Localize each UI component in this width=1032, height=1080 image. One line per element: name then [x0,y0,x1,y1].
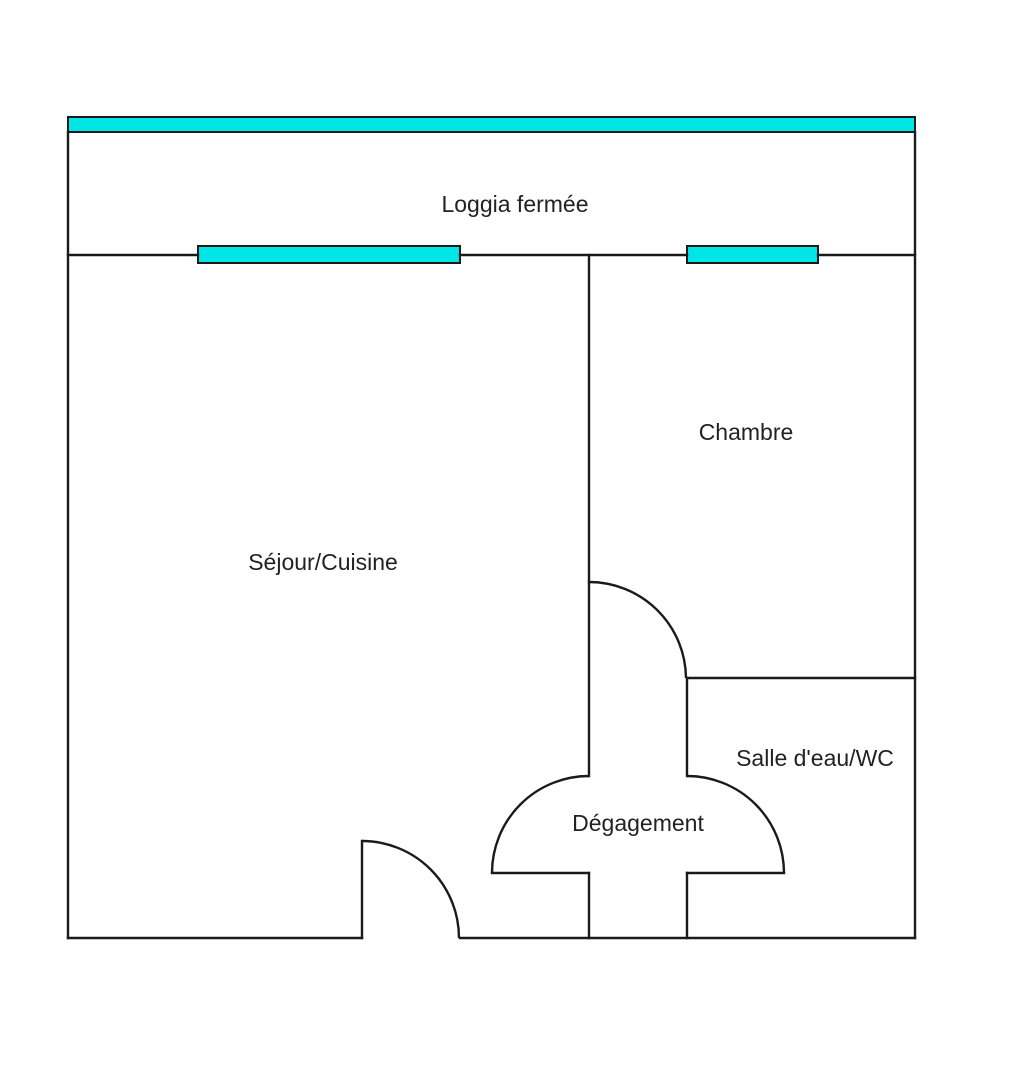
salle-eau-door-swing [686,774,786,874]
room-label-degagement: Dégagement [572,810,704,836]
chambre-window [686,245,819,264]
room-label-sejour: Séjour/Cuisine [248,549,398,575]
chambre-door-swing [588,580,688,679]
loggia-window [67,116,916,133]
room-label-loggia: Loggia fermée [441,191,588,217]
room-label-salle-eau: Salle d'eau/WC [736,745,894,771]
sejour-window [197,245,461,264]
sejour-door-swing [490,774,590,874]
room-label-chambre: Chambre [699,419,794,445]
entry-door-swing [361,839,461,939]
